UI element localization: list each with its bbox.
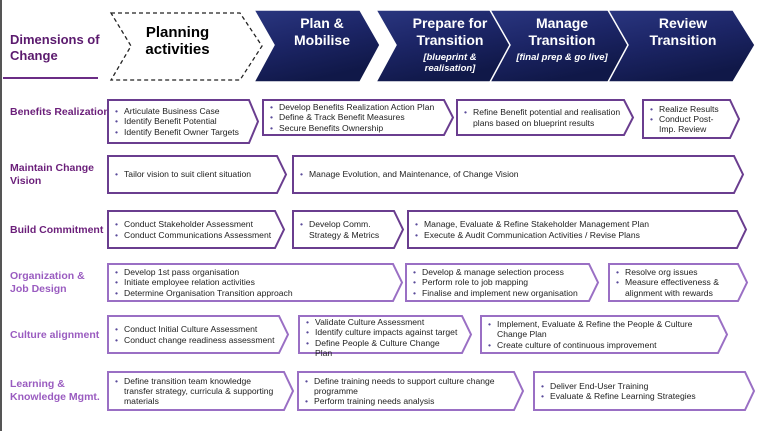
activity-item: Define transition team knowledge transfe… <box>114 376 281 407</box>
activity-box: Realize ResultsConduct Post-Imp. Review <box>642 99 741 139</box>
activity-list: Resolve org issuesMeasure effectiveness … <box>615 267 735 298</box>
activity-box: Deliver End-User TrainingEvaluate & Refi… <box>533 371 756 411</box>
activity-box: Develop Benefits Realization Action Plan… <box>262 99 455 136</box>
activity-box: Define training needs to support culture… <box>297 371 525 411</box>
activity-item: Define People & Culture Change Plan <box>305 338 459 359</box>
activity-list: Define transition team knowledge transfe… <box>114 376 281 407</box>
planning-activities-label: Planning activities <box>145 24 210 58</box>
activity-box: Implement, Evaluate & Refine the People … <box>480 315 729 354</box>
phase-title: Plan & Mobilise <box>293 15 350 48</box>
activity-item: Implement, Evaluate & Refine the People … <box>487 319 715 340</box>
activity-item: Determine Organisation Transition approa… <box>114 288 390 299</box>
activity-box: Articulate Business CaseIdentify Benefit… <box>107 99 260 144</box>
phase-plan: Plan & Mobilise <box>274 15 370 49</box>
activity-list: Develop Benefits Realization Action Plan… <box>269 102 441 133</box>
activity-list: Deliver End-User TrainingEvaluate & Refi… <box>540 381 742 402</box>
activity-item: Develop 1st pass organisation <box>114 267 390 278</box>
activity-list: Refine Benefit potential and realisation… <box>463 107 621 128</box>
row-label-vision: Maintain Change Vision <box>10 162 95 187</box>
activity-item: Conduct Post-Imp. Review <box>649 114 727 135</box>
activity-item: Tailor vision to suit client situation <box>114 169 274 180</box>
activity-box: Validate Culture AssessmentIdentify cult… <box>298 315 473 358</box>
activity-list: Manage, Evaluate & Refine Stakeholder Ma… <box>414 219 734 240</box>
activity-item: Conduct change readiness assessment <box>114 335 276 346</box>
row-label-benefits: Benefits Realization <box>10 106 110 118</box>
activity-item: Secure Benefits Ownership <box>269 123 441 134</box>
activity-list: Manage Evolution, and Maintenance, of Ch… <box>299 169 731 180</box>
activity-list: Develop Comm. Strategy & Metrics <box>299 219 391 240</box>
activity-item: Conduct Stakeholder Assessment <box>114 219 272 230</box>
activity-box: Conduct Initial Culture AssessmentConduc… <box>107 315 290 354</box>
activity-list: Realize ResultsConduct Post-Imp. Review <box>649 104 727 135</box>
activity-list: Define training needs to support culture… <box>304 376 511 407</box>
phase-subtitle: [final prep & go live] <box>516 52 608 63</box>
activity-box: Refine Benefit potential and realisation… <box>456 99 635 136</box>
activity-box: Develop Comm. Strategy & Metrics <box>292 210 405 249</box>
phase-chevron-review <box>606 9 756 83</box>
activity-item: Refine Benefit potential and realisation… <box>463 107 621 128</box>
activity-item: Deliver End-User Training <box>540 381 742 392</box>
activity-item: Identify culture impacts against target <box>305 327 459 338</box>
row-label-culture: Culture alignment <box>10 329 100 341</box>
activity-list: Articulate Business CaseIdentify Benefit… <box>114 106 246 137</box>
activity-list: Conduct Initial Culture AssessmentConduc… <box>114 324 276 345</box>
activity-item: Create culture of continuous improvement <box>487 340 715 351</box>
activity-box: Develop & manage selection processPerfor… <box>405 263 600 302</box>
activity-list: Validate Culture AssessmentIdentify cult… <box>305 317 459 358</box>
dimensions-title: Dimensions of Change <box>10 32 100 63</box>
title-underline <box>3 77 98 79</box>
activity-item: Evaluate & Refine Learning Strategies <box>540 391 742 402</box>
activity-list: Conduct Stakeholder AssessmentConduct Co… <box>114 219 272 240</box>
phase-title: Review Transition <box>649 15 717 48</box>
activity-box: Develop 1st pass organisationInitiate em… <box>107 263 404 302</box>
activity-box: Resolve org issuesMeasure effectiveness … <box>608 263 749 302</box>
activity-item: Identify Benefit Potential <box>114 116 246 127</box>
activity-item: Identify Benefit Owner Targets <box>114 127 246 138</box>
activity-item: Realize Results <box>649 104 727 115</box>
activity-box: Manage Evolution, and Maintenance, of Ch… <box>292 155 745 194</box>
row-label-learning: Learning & Knowledge Mgmt. <box>10 378 100 403</box>
activity-item: Conduct Communications Assessment <box>114 230 272 241</box>
activity-item: Measure effectiveness & alignment with r… <box>615 277 735 298</box>
phase-header <box>109 9 756 83</box>
activity-item: Develop Benefits Realization Action Plan <box>269 102 441 113</box>
activity-item: Define training needs to support culture… <box>304 376 511 397</box>
activity-item: Perform role to job mapping <box>412 277 586 288</box>
planning-chevron <box>109 12 263 81</box>
activity-list: Develop & manage selection processPerfor… <box>412 267 586 298</box>
activity-list: Develop 1st pass organisationInitiate em… <box>114 267 390 298</box>
activity-item: Validate Culture Assessment <box>305 317 459 328</box>
phase-prepare: Prepare for Transition [blueprint & real… <box>398 15 502 74</box>
activity-list: Tailor vision to suit client situation <box>114 169 274 180</box>
row-label-commitment: Build Commitment <box>10 224 104 236</box>
phase-chevron-plan <box>252 9 381 83</box>
row-label-organization: Organization & Job Design <box>10 270 85 295</box>
activity-item: Articulate Business Case <box>114 106 246 117</box>
phase-title: Manage Transition <box>528 15 596 48</box>
activity-item: Conduct Initial Culture Assessment <box>114 324 276 335</box>
activity-box: Define transition team knowledge transfe… <box>107 371 295 411</box>
activity-item: Develop & manage selection process <box>412 267 586 278</box>
phase-manage: Manage Transition [final prep & go live] <box>510 15 614 63</box>
phase-subtitle: [blueprint & realisation] <box>423 52 477 74</box>
activity-box: Conduct Stakeholder AssessmentConduct Co… <box>107 210 286 249</box>
activity-item: Initiate employee relation activities <box>114 277 390 288</box>
activity-item: Finalise and implement new organisation <box>412 288 586 299</box>
phase-review: Review Transition <box>628 15 738 49</box>
activity-item: Develop Comm. Strategy & Metrics <box>299 219 391 240</box>
phase-title: Prepare for Transition <box>412 15 488 48</box>
frame-border <box>0 0 2 431</box>
activity-item: Manage, Evaluate & Refine Stakeholder Ma… <box>414 219 734 230</box>
activity-item: Manage Evolution, and Maintenance, of Ch… <box>299 169 731 180</box>
activity-item: Resolve org issues <box>615 267 735 278</box>
activity-box: Manage, Evaluate & Refine Stakeholder Ma… <box>407 210 748 249</box>
activity-item: Execute & Audit Communication Activities… <box>414 230 734 241</box>
activity-item: Perform training needs analysis <box>304 396 511 407</box>
activity-box: Tailor vision to suit client situation <box>107 155 288 194</box>
activity-item: Define & Track Benefit Measures <box>269 112 441 123</box>
activity-list: Implement, Evaluate & Refine the People … <box>487 319 715 350</box>
